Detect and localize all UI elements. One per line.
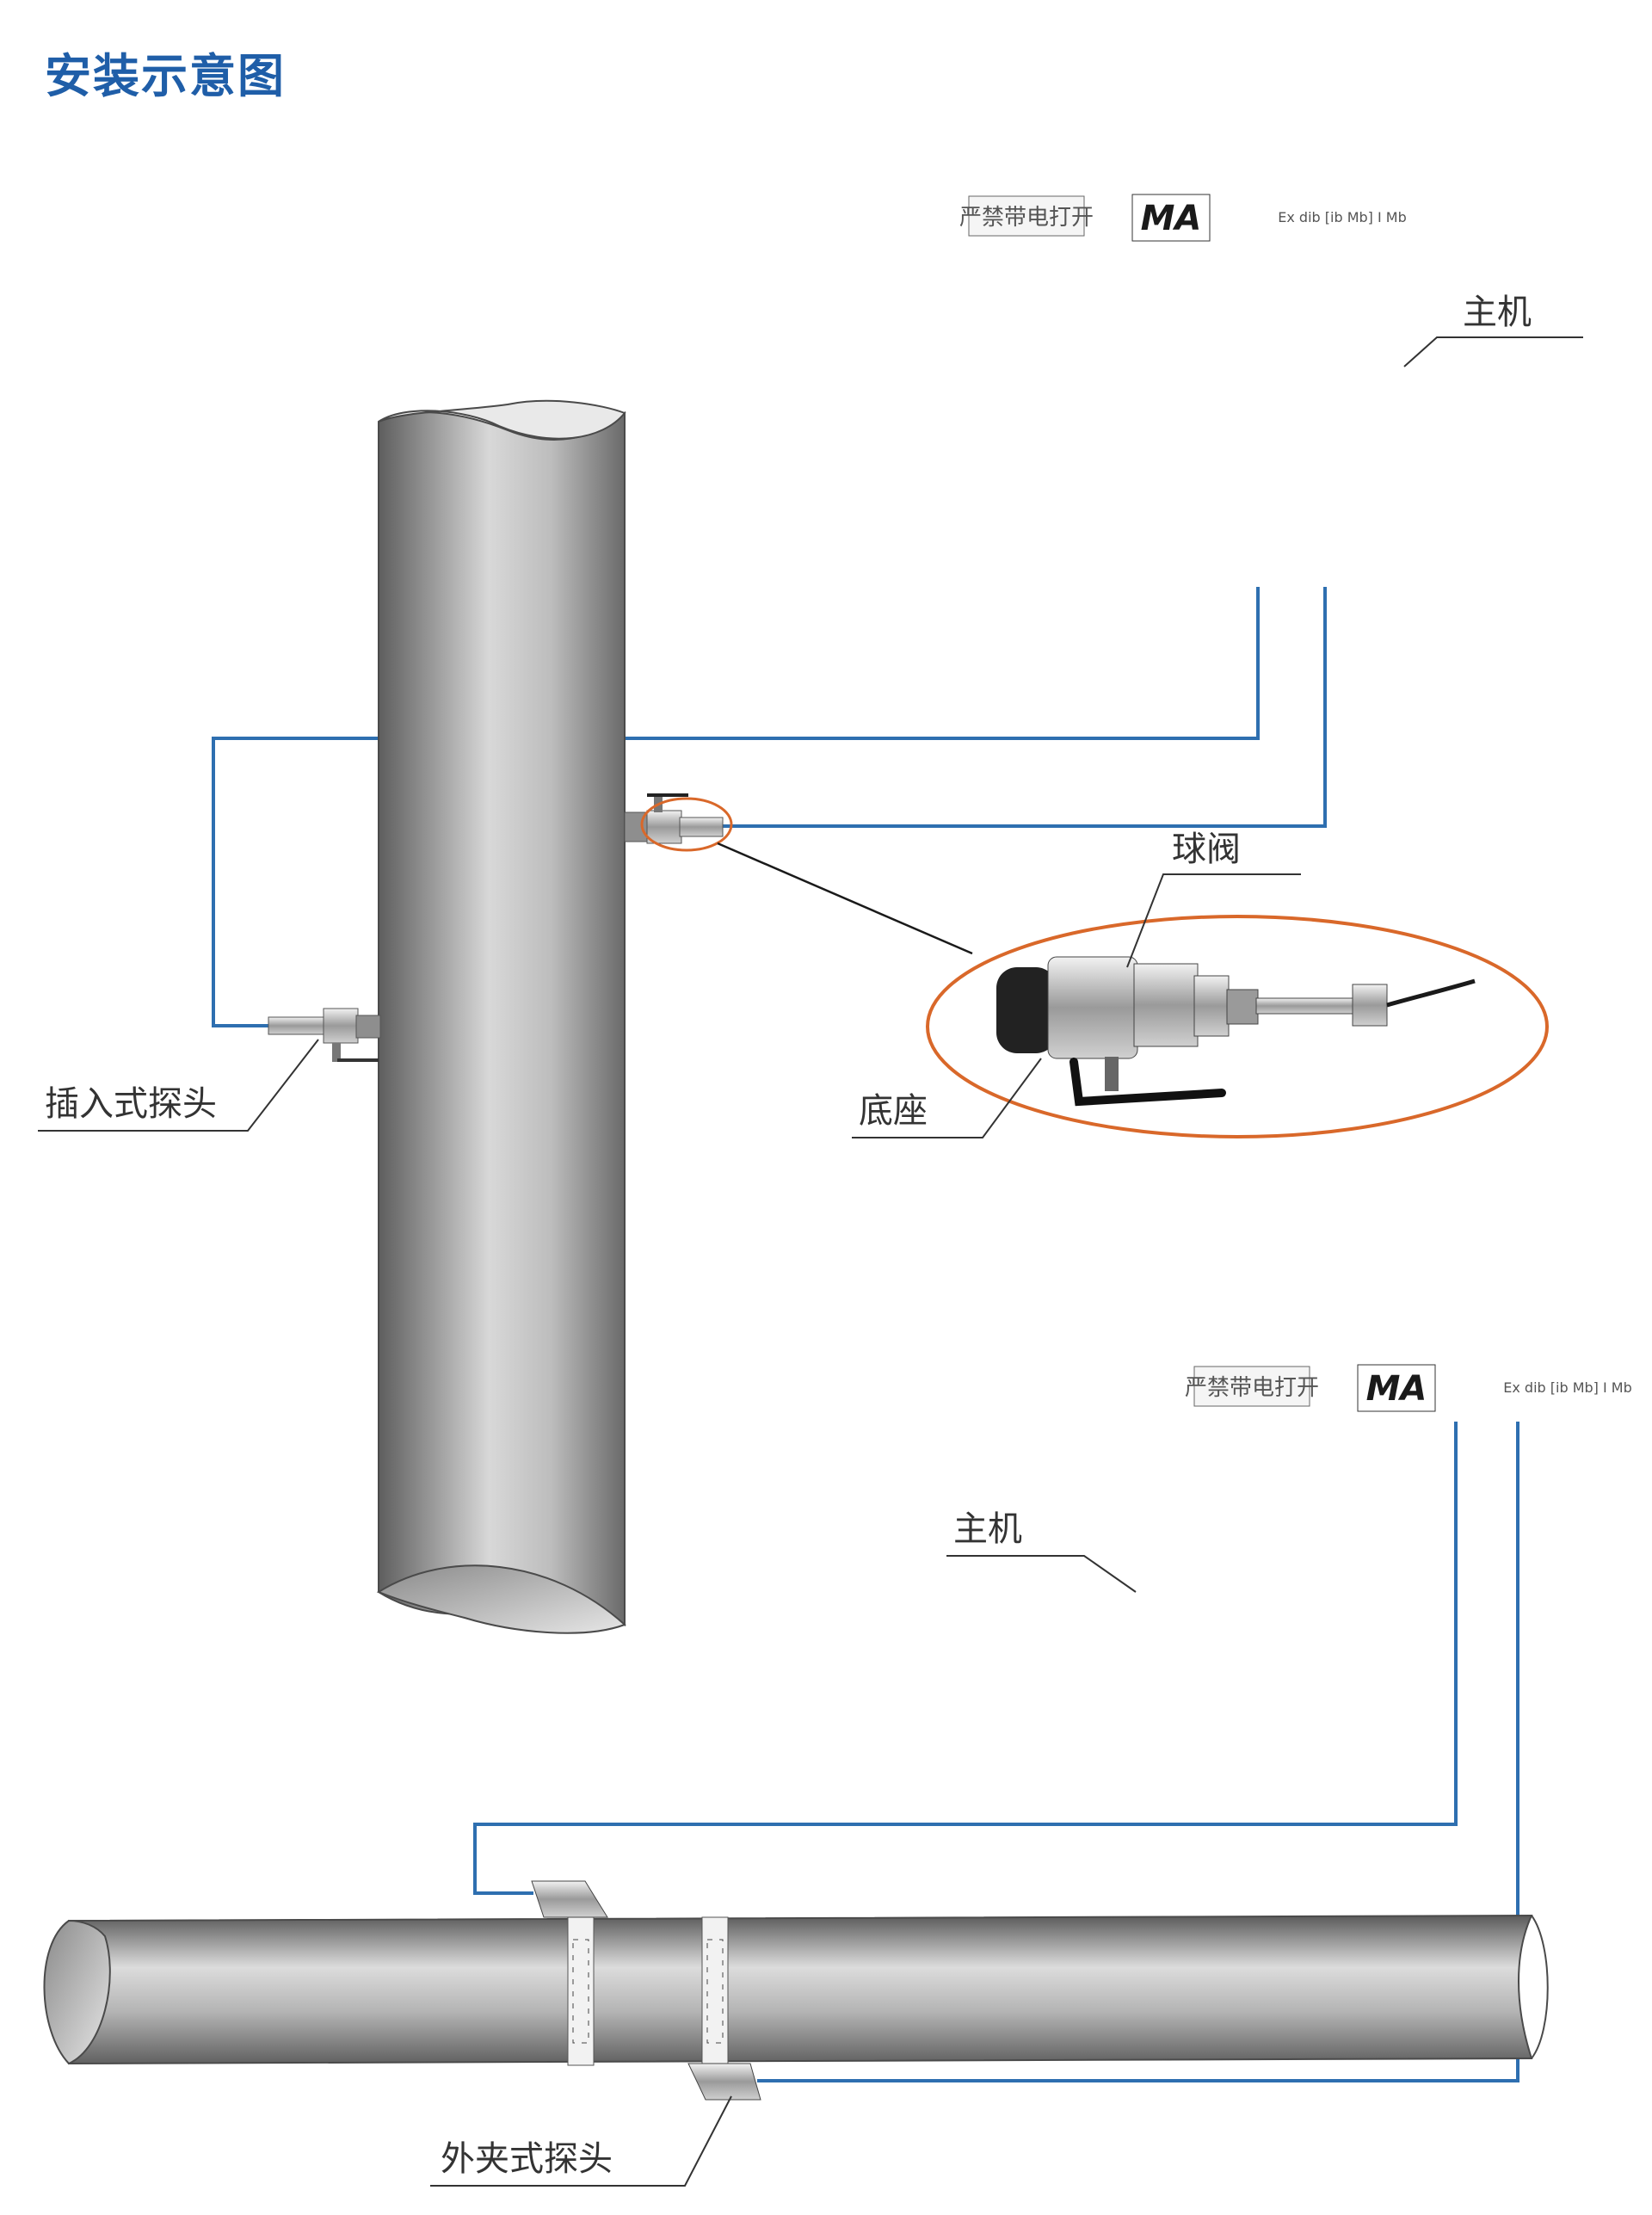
ex-mark-top: Ex dib [ib Mb] I Mb — [1278, 209, 1407, 225]
horizontal-pipe — [43, 1914, 1549, 2065]
clamp-band-upstream — [567, 1916, 595, 2066]
cable-clamp-probe-2 — [757, 1422, 1519, 2082]
label-ball-valve: 球阀 — [1172, 830, 1241, 869]
ex-mark-bottom: Ex dib [ib Mb] I Mb — [1503, 1379, 1632, 1396]
cable-upper-probe — [212, 587, 1260, 1027]
cable-ballvalve-probe — [723, 587, 1327, 828]
ballvalve-detail-view — [926, 915, 1549, 1138]
callout-insertion-probe: 插入式探头 — [38, 1039, 319, 1132]
host-unit-top-labels: 严禁带电打开 MA Ex dib [ib Mb] I Mb — [959, 194, 1407, 242]
ballvalve-highlight-ring — [640, 797, 733, 852]
zoom-leader-line — [717, 842, 973, 955]
callout-host-bottom: 主机 — [946, 1509, 1137, 1593]
label-clamp-probe: 外夹式探头 — [441, 2139, 613, 2179]
host-unit-bottom-labels: 严禁带电打开 MA Ex dib [ib Mb] I Mb — [1185, 1364, 1632, 1412]
callout-clamp-probe: 外夹式探头 — [430, 2095, 732, 2187]
label-host-top: 主机 — [1463, 293, 1532, 332]
warning-plate-top: 严禁带电打开 — [959, 205, 1094, 231]
warning-plate-bottom: 严禁带电打开 — [1185, 1375, 1319, 1401]
page-title: 安装示意图 — [45, 49, 286, 103]
insertion-probe-device — [268, 1008, 381, 1062]
clamp-sensor-bottom — [687, 2063, 761, 2101]
vertical-pipe — [376, 399, 626, 1634]
callout-ball-valve: 球阀 — [1126, 830, 1301, 968]
clamp-band-downstream — [701, 1916, 729, 2066]
signal-cables — [212, 587, 1519, 2082]
callout-base: 底座 — [852, 1058, 1042, 1138]
cable-clamp-probe-1 — [473, 1422, 1458, 1895]
label-host-bottom: 主机 — [953, 1509, 1022, 1549]
label-base: 底座 — [859, 1091, 928, 1131]
ma-logo-top: MA — [1141, 199, 1202, 238]
label-insertion-probe: 插入式探头 — [45, 1084, 217, 1124]
clamp-sensor-top — [531, 1880, 608, 1918]
ma-logo-bottom: MA — [1366, 1369, 1427, 1409]
callout-host-top: 主机 — [1403, 293, 1583, 367]
